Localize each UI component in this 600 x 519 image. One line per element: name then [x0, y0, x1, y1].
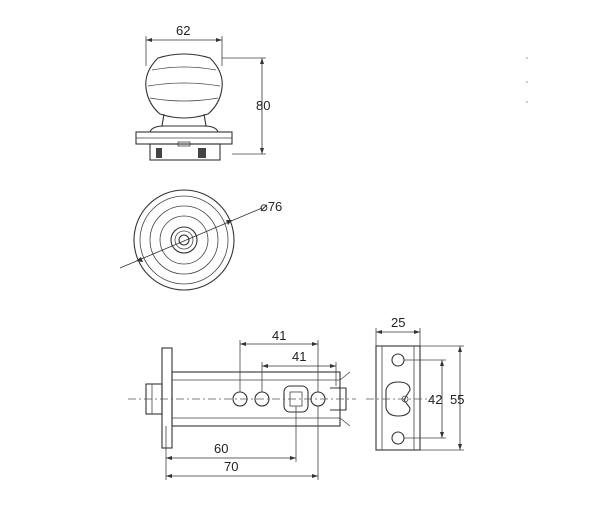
edge-marks [526, 57, 528, 103]
latch-dim-41b: 41 [292, 349, 306, 364]
strike-height-label: 55 [450, 392, 464, 407]
latch-dim-70: 70 [224, 459, 238, 474]
latch-side-view: 41 41 60 70 [128, 328, 356, 480]
strike-width-label: 25 [391, 315, 405, 330]
knob-front-view: ⌀76 [119, 189, 282, 291]
knob-side-view: 62 80 [135, 23, 270, 161]
knob-width-label: 62 [176, 23, 190, 38]
latch-dim-41a: 41 [272, 328, 286, 343]
latch-dim-60: 60 [214, 441, 228, 456]
knob-diameter-label: ⌀76 [260, 199, 282, 214]
strike-pitch-label: 42 [428, 392, 442, 407]
knob-height-label: 80 [256, 98, 270, 113]
strike-plate-view: 25 42 55 [366, 315, 464, 451]
